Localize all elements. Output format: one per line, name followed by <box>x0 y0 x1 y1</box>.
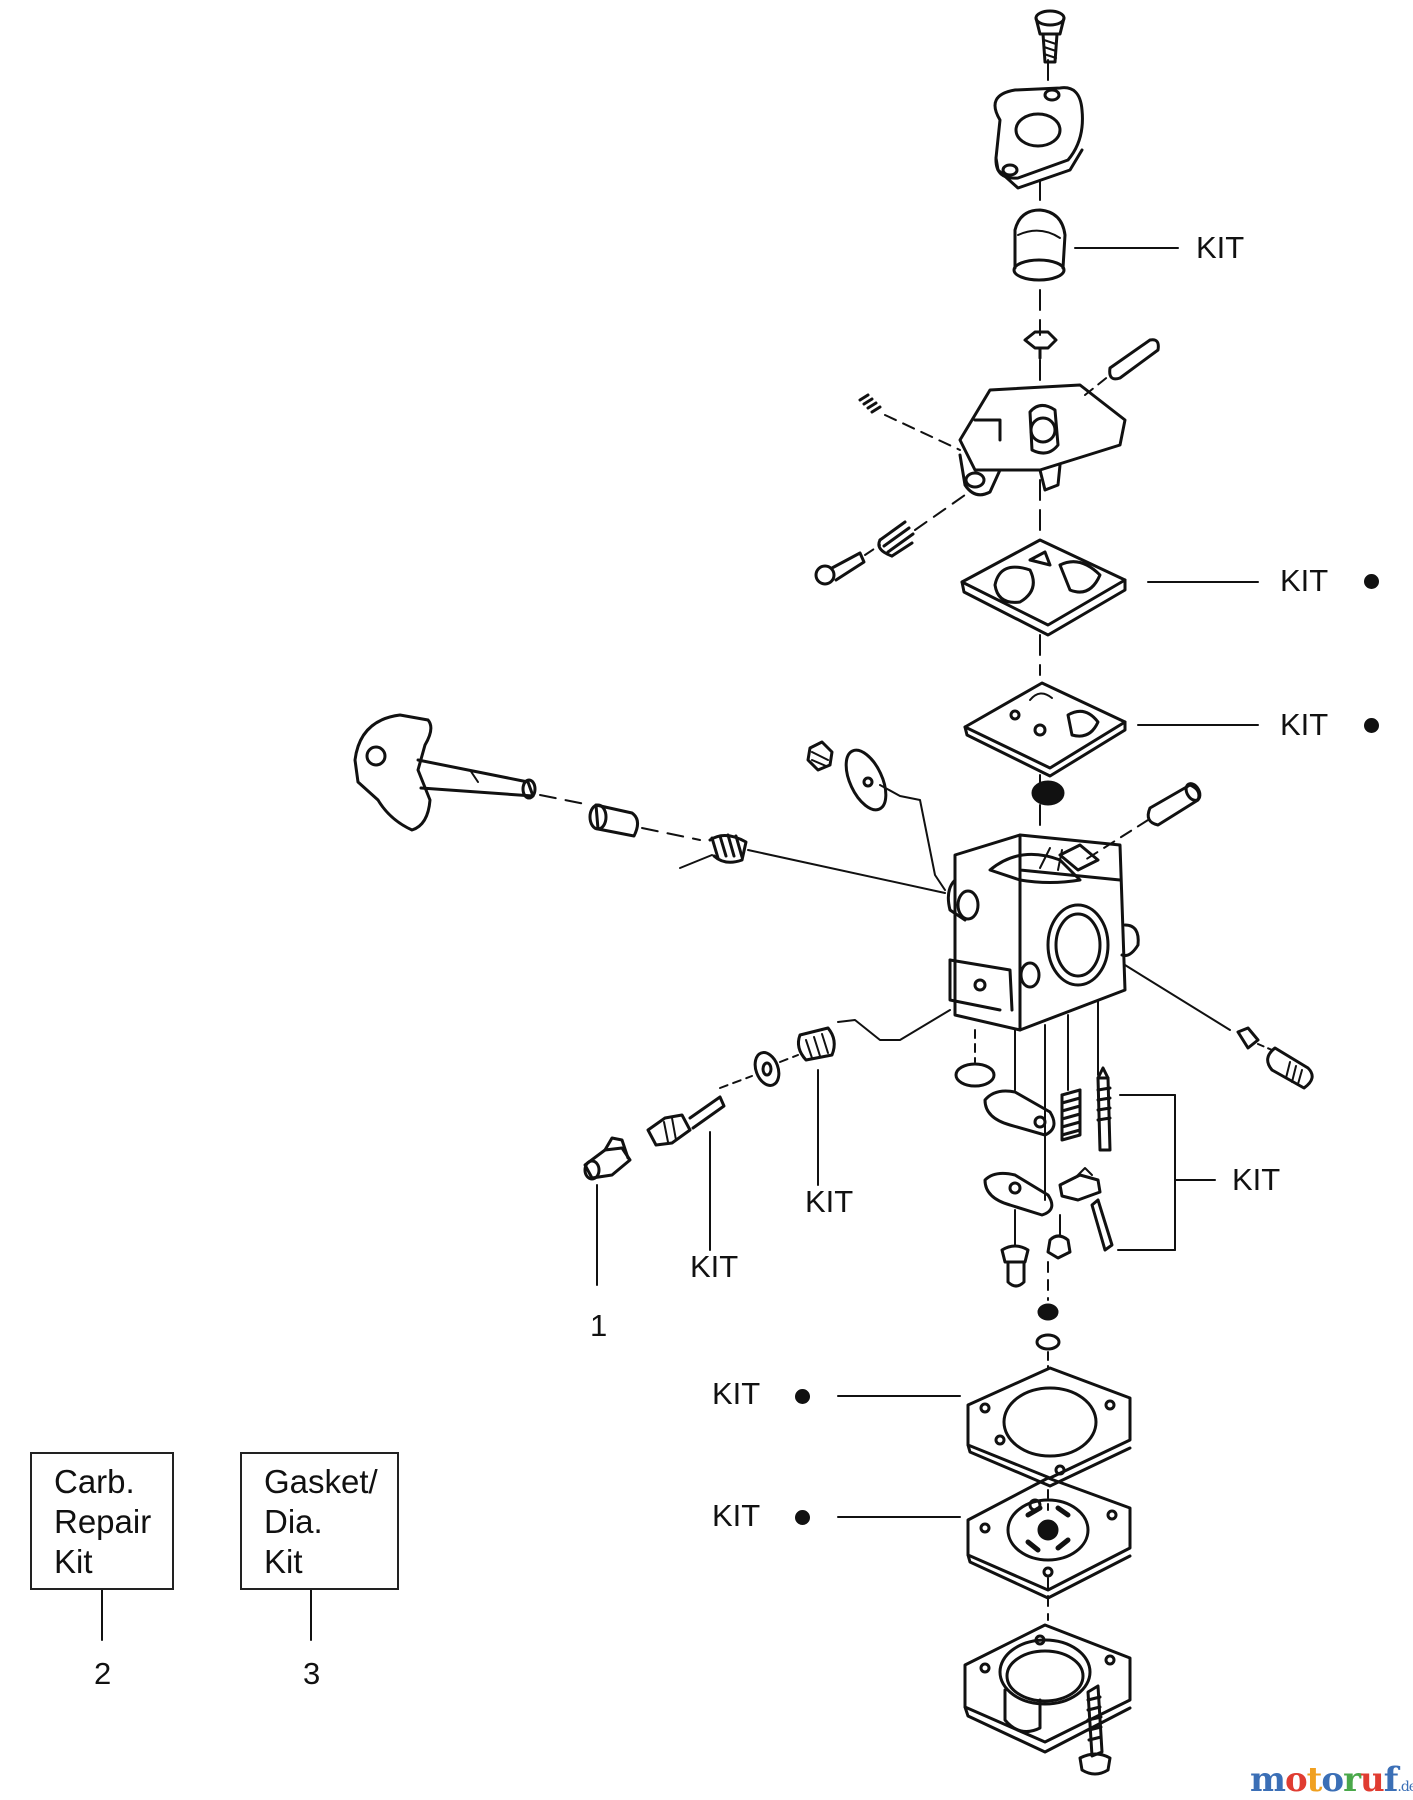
wm-letter-f: f <box>1383 1760 1399 1800</box>
primer-bulb <box>1012 208 1067 282</box>
adjusting-needle <box>646 1095 726 1147</box>
gasket-dia-kit-line-1: Gasket/ <box>264 1463 378 1500</box>
wm-letter-r: r <box>1343 1760 1361 1800</box>
pump-fitting-right <box>1084 338 1160 396</box>
throttle-screw <box>806 740 834 772</box>
low-speed-spring <box>797 1026 836 1062</box>
axis-right-bushing <box>1084 819 1149 861</box>
wm-letter-t: t <box>1306 1760 1323 1800</box>
axis-choke-3 <box>747 849 946 894</box>
axis-throttle <box>879 784 946 891</box>
part-number-2: 2 <box>94 1656 112 1691</box>
valve-piece <box>1023 330 1058 360</box>
center-axis-upper <box>1039 59 1049 836</box>
axis-body-right <box>1124 964 1231 1031</box>
pin <box>1090 1198 1114 1252</box>
metering-spring <box>1060 1088 1082 1142</box>
gasket-dia-kit-line-3: Kit <box>264 1543 303 1580</box>
lower-screw-left <box>1000 1244 1030 1288</box>
choke-spring <box>679 833 748 869</box>
kit-label-diaphragm-1: KIT <box>1280 707 1329 742</box>
wm-letter-o2: o <box>1321 1760 1344 1800</box>
kit-label-bracket: KIT <box>1232 1162 1281 1197</box>
kit-label-gasket-2: KIT <box>712 1376 761 1411</box>
metering-gasket <box>966 1366 1132 1488</box>
metering-arm <box>1058 1167 1102 1202</box>
ball-check <box>1037 1303 1059 1321</box>
right-fitting <box>1236 1026 1314 1090</box>
dot-diaphragm-2 <box>795 1510 810 1525</box>
pump-diaphragm <box>963 681 1127 778</box>
throttle-plate <box>844 748 888 812</box>
axis-lower-left <box>837 1009 951 1041</box>
axis-choke <box>539 794 591 806</box>
bottom-screw <box>1078 1684 1112 1776</box>
limiter-cap <box>583 1136 632 1181</box>
kit-bracket <box>1117 1094 1216 1251</box>
washer <box>753 1051 781 1087</box>
axis-needle <box>719 1075 753 1089</box>
carb-repair-kit-line-2: Repair <box>54 1503 152 1540</box>
part-number-3: 3 <box>303 1656 321 1691</box>
wm-letter-m: m <box>1250 1760 1286 1800</box>
wm-suffix: .de <box>1397 1779 1413 1795</box>
kit-label-diaphragm-2: KIT <box>712 1498 761 1533</box>
carb-repair-kit-line-1: Carb. <box>54 1463 135 1500</box>
pump-body <box>958 383 1127 497</box>
inlet-needle-seat <box>1031 780 1065 806</box>
gasket-dia-kit-box: Gasket/ Dia. Kit <box>240 1452 399 1590</box>
carb-repair-kit-line-3: Kit <box>54 1543 93 1580</box>
o-ring <box>1035 1333 1061 1351</box>
metering-lever-lower <box>983 1171 1054 1217</box>
gasket-dia-kit-line-2: Dia. <box>264 1503 323 1540</box>
dot-gasket-2 <box>795 1389 810 1404</box>
axis-washer <box>779 1054 799 1063</box>
pump-gasket <box>960 538 1127 637</box>
top-screw <box>1034 9 1066 64</box>
axis-screw-left <box>864 544 881 556</box>
axis-pump-left <box>914 494 966 531</box>
motoruf-watermark: motoruf.de <box>1250 1760 1413 1800</box>
kit-label-primer: KIT <box>1196 230 1245 265</box>
right-bushing <box>1146 782 1202 827</box>
adjust-spring-left <box>877 520 915 558</box>
carb-repair-kit-box: Carb. Repair Kit <box>30 1452 174 1590</box>
carburetor-body <box>946 833 1140 1032</box>
wm-letter-u: u <box>1360 1760 1385 1800</box>
check-valve-disc <box>954 1029 996 1088</box>
pump-cover-plate <box>993 86 1084 190</box>
kit-label-needle: KIT <box>690 1249 739 1284</box>
adjust-screw-left <box>814 551 866 586</box>
dot-diaphragm-1 <box>1364 718 1379 733</box>
metering-diaphragm <box>966 1476 1132 1600</box>
choke-bushing <box>588 803 639 838</box>
inlet-needle <box>1096 1066 1112 1152</box>
kit-label-gasket-1: KIT <box>1280 563 1329 598</box>
kit-label-spring: KIT <box>805 1184 854 1219</box>
lower-screw-right <box>1046 1234 1072 1260</box>
dot-gasket-1 <box>1364 574 1379 589</box>
small-spring <box>858 393 961 451</box>
part-number-1: 1 <box>590 1308 608 1343</box>
axis-choke-2 <box>641 827 701 841</box>
choke-lever <box>353 713 537 832</box>
metering-lever-upper <box>983 1089 1056 1137</box>
metering-cover <box>963 1623 1132 1754</box>
wm-letter-o1: o <box>1284 1760 1308 1800</box>
